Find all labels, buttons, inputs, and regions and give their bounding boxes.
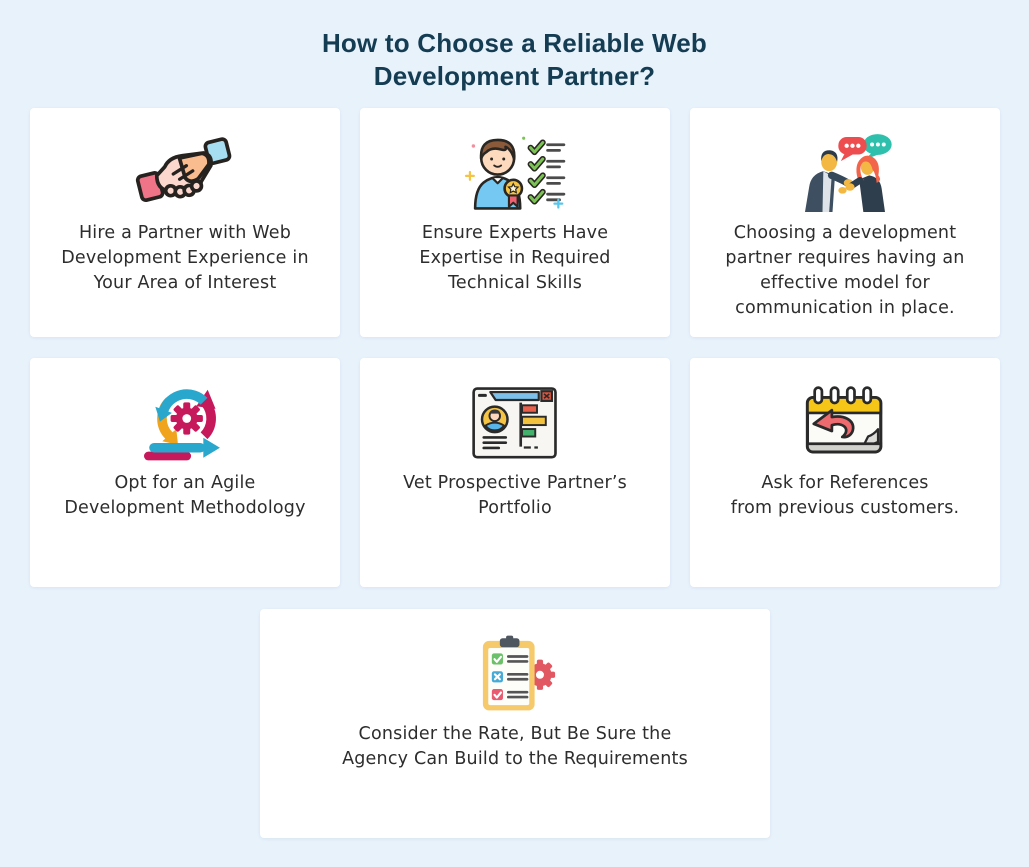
card-text: Consider the Rate, But Be Sure the Agenc… <box>342 724 688 769</box>
handshake-icon <box>135 130 235 214</box>
portfolio-window-icon <box>471 380 559 464</box>
card-text: Ensure Experts Have Expertise in Require… <box>419 223 611 293</box>
card-agile-methodology: Opt for an Agile Development Methodology <box>30 358 340 587</box>
card-text: Ask for References from previous custome… <box>730 473 960 518</box>
card-rate-and-requirements: Consider the Rate, But Be Sure the Agenc… <box>260 609 770 838</box>
card-communication-model: Choosing a development partner requires … <box>690 108 1000 337</box>
calendar-back-arrow-icon <box>802 380 888 464</box>
card-text: Vet Prospective Partner’s Portfolio <box>403 473 627 518</box>
expert-badge-checklist-icon <box>463 130 567 214</box>
clipboard-checklist-gear-icon <box>468 631 562 715</box>
card-hire-experienced-partner: Hire a Partner with Web Development Expe… <box>30 108 340 337</box>
page-title: How to Choose a Reliable Web Development… <box>321 28 708 91</box>
card-vet-portfolio: Vet Prospective Partner’s Portfolio <box>360 358 670 587</box>
card-text: Choosing a development partner requires … <box>725 223 965 318</box>
agile-cycle-gear-icon <box>137 380 233 464</box>
card-technical-skills: Ensure Experts Have Expertise in Require… <box>360 108 670 337</box>
card-text: Hire a Partner with Web Development Expe… <box>61 223 309 293</box>
card-ask-references: Ask for References from previous custome… <box>690 358 1000 587</box>
people-conversation-icon <box>795 130 895 214</box>
card-text: Opt for an Agile Development Methodology <box>64 473 306 518</box>
